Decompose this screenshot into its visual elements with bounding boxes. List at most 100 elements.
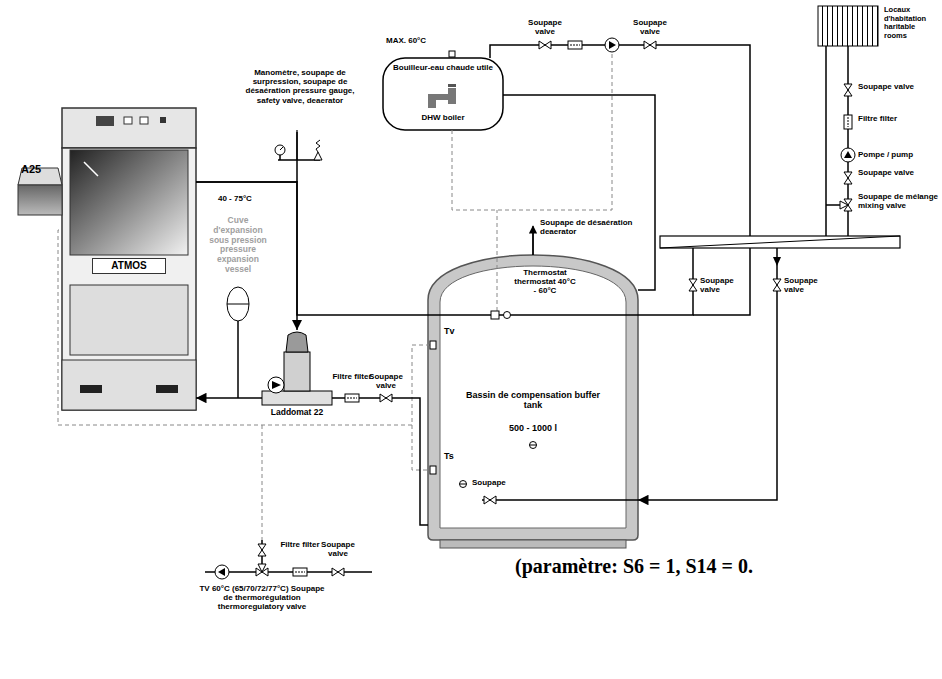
valve-label: Soupape <box>472 478 522 487</box>
label-slot: Cuve d'expansion sous pression pressure … <box>204 216 272 275</box>
laddomat-pump <box>268 377 284 393</box>
laddomat-manifold <box>262 391 332 405</box>
valve-symbol <box>844 172 852 184</box>
pipe-connector <box>196 182 297 330</box>
pipe <box>826 204 840 206</box>
pipe-connector <box>638 46 848 315</box>
label-slot: Filtre filter <box>280 540 320 549</box>
valve-label: Soupape valve <box>700 276 744 294</box>
thermoregulatory-valve-symbol <box>256 564 268 576</box>
pump-symbol <box>215 565 229 579</box>
thermometer-symbol <box>530 442 537 449</box>
filter-label: Filtre filter <box>280 540 320 549</box>
burner-unit: A25 <box>18 160 62 215</box>
text-slot: 500 - 1000 l <box>458 423 608 433</box>
thermostat-label: Thermostat thermostat 40°C - 60°C <box>512 268 578 296</box>
door-handle <box>84 162 98 176</box>
label-slot: Soupape valve <box>784 276 828 294</box>
pipe-connector <box>638 46 826 500</box>
label-slot: Soupape de mélange mixing valve <box>858 192 940 210</box>
thermostat-symbol <box>491 311 499 319</box>
sensor-wire <box>58 53 612 540</box>
gauge-symbol <box>460 481 467 488</box>
mixing-valve-symbol <box>840 199 852 211</box>
label-slot: Soupape valve <box>700 276 744 294</box>
label-slot: Soupape de désaération deaerator <box>540 218 645 236</box>
temperature-range: 40 - 75°C <box>218 194 280 203</box>
node-text: DHW boiler <box>393 113 493 122</box>
sensor-name: Ts <box>444 451 464 461</box>
boiler-panel <box>62 108 196 148</box>
ash-slot <box>80 385 102 393</box>
valve-symbol <box>644 41 656 49</box>
label-slot: Pompe / pump <box>858 150 938 159</box>
boiler-unit: ATMOS <box>62 108 196 410</box>
thermometer-mark <box>530 445 537 446</box>
filter-symbol <box>293 568 307 576</box>
label-slot: Soupape valve <box>318 540 358 558</box>
label-slot: Soupape valve <box>366 372 406 390</box>
boiler-button <box>160 117 166 123</box>
ash-slot <box>156 385 178 393</box>
pipe-connector <box>332 398 428 525</box>
valve-symbol <box>773 279 781 291</box>
label-slot: Soupape valve <box>625 18 675 36</box>
vessel-membrane <box>227 304 249 305</box>
boiler-button <box>124 117 132 124</box>
pump-symbol <box>605 38 619 52</box>
label-slot: TV 60°C (65/70/72/77°C) Soupape de therm… <box>197 584 327 612</box>
deaerator-label: Soupape de désaération deaerator <box>540 218 645 236</box>
text-slot: DHW boiler <box>393 113 493 122</box>
valve-label: Soupape valve <box>520 18 570 36</box>
filter-label: Filtre filter <box>858 114 938 123</box>
dhw-boiler: Bouilleur-eau chaude utileDHW boiler <box>383 58 503 130</box>
text-slot: Laddomat 22 <box>247 408 347 418</box>
label-slot: Manomètre, soupape de surpression, soupa… <box>238 68 362 105</box>
valve-symbol <box>258 544 266 556</box>
node-text: Bouilleur-eau chaude utile <box>393 63 493 72</box>
tv-sensor <box>430 341 436 349</box>
tank-inner-pipe <box>428 315 638 500</box>
tank-insulation <box>428 255 638 540</box>
valve-symbol <box>484 496 496 504</box>
pipe-connector <box>196 397 262 399</box>
label-slot: Filtre filter <box>858 114 938 123</box>
boiler-button <box>140 117 148 124</box>
mixing-valve-label: Soupape de mélange mixing valve <box>858 192 940 210</box>
tank-plinth <box>440 540 626 548</box>
label-slot: Ts <box>444 451 464 461</box>
node-text: A25 <box>21 163 59 176</box>
label-slot: Soupape valve <box>858 82 938 91</box>
valve-label: Soupape valve <box>366 372 406 390</box>
node-text: ATMOS <box>92 258 166 274</box>
manifold-divider <box>660 236 900 248</box>
filter-symbol <box>345 394 359 402</box>
label-slot: Tv <box>444 326 464 336</box>
pump-symbol <box>841 148 855 162</box>
boiler-display <box>96 116 114 126</box>
node-text: 500 - 1000 l <box>458 423 608 433</box>
flow-arrow <box>773 257 781 266</box>
thermoregulatory-valve-label: TV 60°C (65/70/72/77°C) Soupape de therm… <box>197 584 327 612</box>
text-slot: Bouilleur-eau chaude utile <box>393 63 493 72</box>
valve-label: Soupape valve <box>318 540 358 558</box>
laddomat-unit: Laddomat 22 <box>262 330 332 405</box>
filter-symbol <box>568 41 582 49</box>
dhw-sensor <box>449 51 455 57</box>
deaerator-arrow <box>297 130 533 255</box>
valve-symbol <box>332 568 344 576</box>
valve-label: Soupape valve <box>858 168 938 177</box>
valve-label: Soupape valve <box>625 18 675 36</box>
text-slot: ATMOS <box>92 258 166 274</box>
sensor-limit: MAX. 60°C <box>386 36 446 45</box>
thermostat-dial <box>504 312 511 319</box>
gauge-mark <box>460 484 467 485</box>
valve-symbol <box>844 84 852 96</box>
laddomat-pump-mark <box>272 381 281 389</box>
gauge-needle <box>280 147 283 150</box>
label-slot: Filtre filter <box>332 372 372 381</box>
node-text: Locaux d'habitation haritable rooms <box>884 6 940 41</box>
